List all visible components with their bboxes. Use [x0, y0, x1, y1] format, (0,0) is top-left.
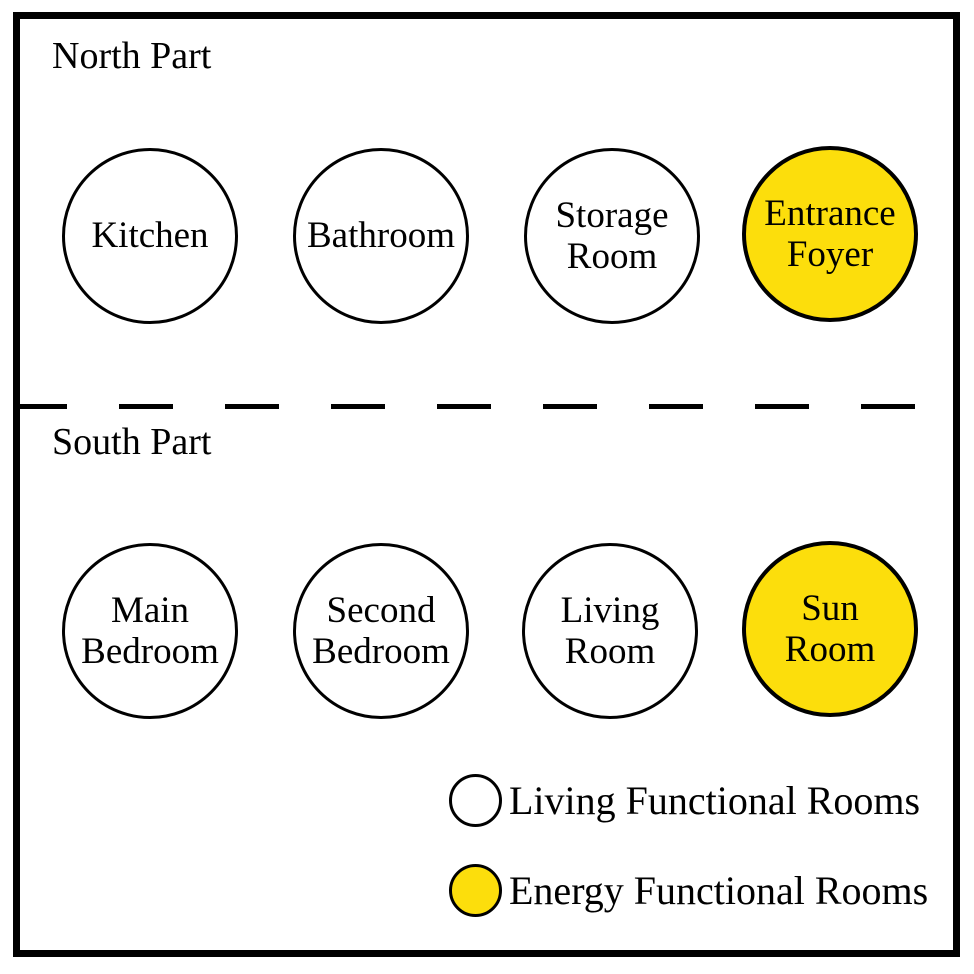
room-node-bathroom: Bathroom: [293, 148, 469, 324]
room-label-line: Kitchen: [91, 215, 209, 257]
room-label-line: Second: [326, 589, 436, 631]
legend-item-living: Living Functional Rooms: [449, 774, 920, 827]
room-label-line: Entrance: [764, 192, 896, 234]
room-label-line: Storage: [555, 194, 669, 236]
energy-room-swatch-icon: [449, 864, 502, 917]
room-node-second-bedroom: Second Bedroom: [293, 543, 469, 719]
north-south-dashed-divider: [13, 404, 960, 409]
legend-label-energy: Energy Functional Rooms: [509, 867, 929, 913]
room-node-kitchen: Kitchen: [62, 148, 238, 324]
room-label-line: Bathroom: [307, 215, 455, 257]
north-part-label: North Part: [52, 35, 212, 77]
room-label-line: Bedroom: [312, 631, 450, 672]
room-node-entrance-foyer: Entrance Foyer: [742, 146, 918, 322]
room-label-line: Main: [110, 589, 190, 631]
room-label-line: Foyer: [786, 234, 874, 275]
room-label-line: Room: [784, 629, 876, 670]
room-label-line: Bedroom: [81, 631, 219, 672]
room-node-living-room: Living Room: [522, 543, 698, 719]
plan-outer-border: [13, 12, 960, 957]
room-label-line: Living: [560, 589, 660, 631]
room-node-sun-room: Sun Room: [742, 541, 918, 717]
living-room-swatch-icon: [449, 774, 502, 827]
south-part-label: South Part: [52, 421, 212, 463]
legend-item-energy: Energy Functional Rooms: [449, 864, 928, 917]
room-label-line: Sun: [801, 587, 859, 629]
room-node-storage-room: Storage Room: [524, 148, 700, 324]
room-label-line: Room: [564, 631, 656, 672]
legend-label-living: Living Functional Rooms: [509, 777, 921, 823]
room-label-line: Room: [566, 236, 658, 277]
room-node-main-bedroom: Main Bedroom: [62, 543, 238, 719]
